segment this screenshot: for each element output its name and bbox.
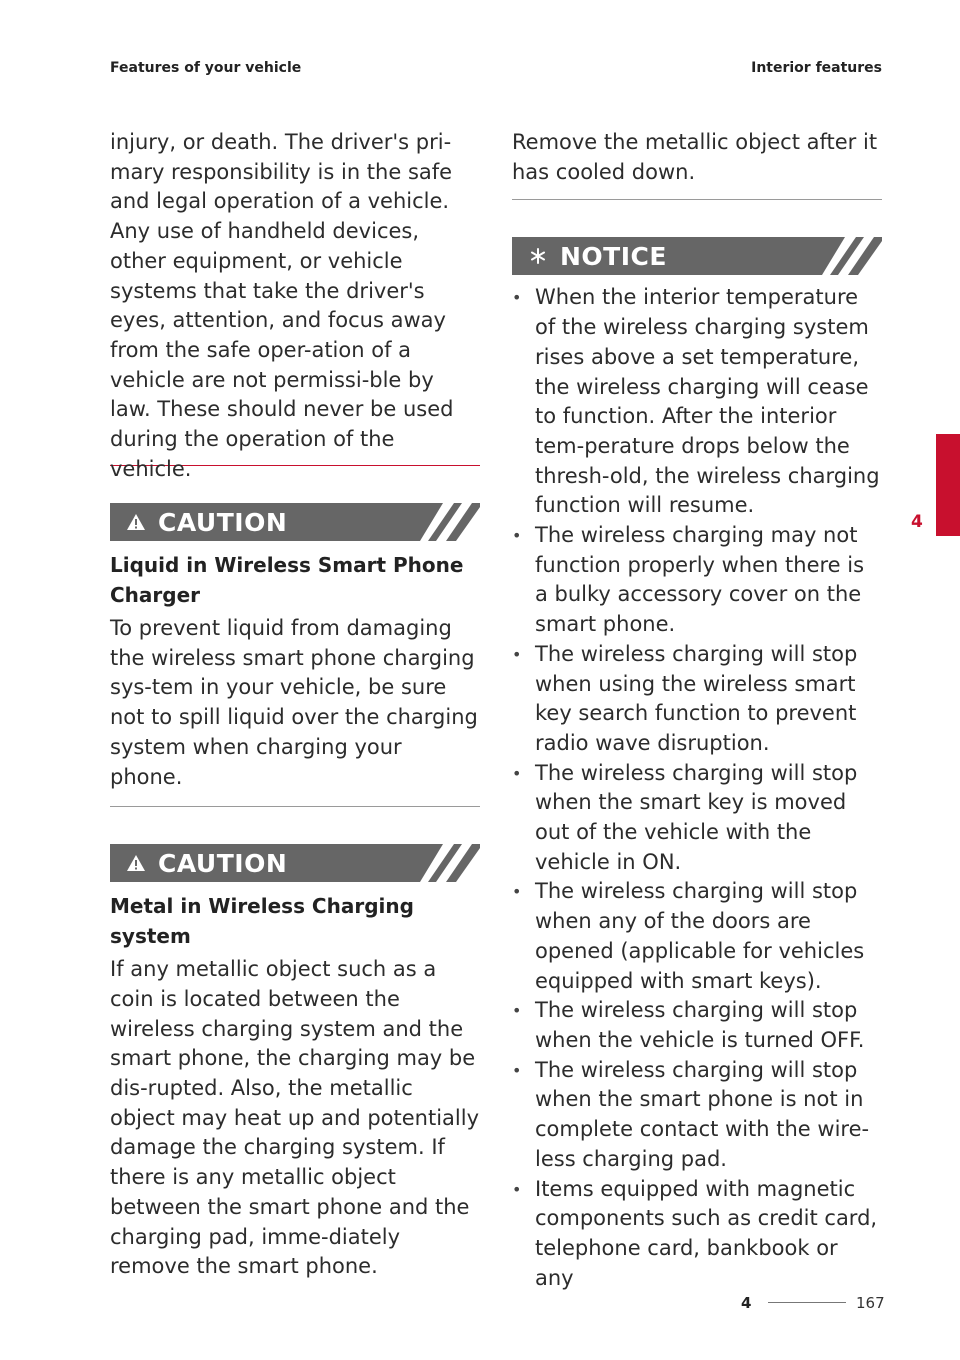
- asterisk-icon: [528, 247, 548, 265]
- footer-chapter-number: 4: [741, 1294, 752, 1312]
- caution-1-heading: Liquid in Wireless Smart Phone Charger: [110, 553, 464, 607]
- caution-2-body: If any metallic object such as a coin is…: [110, 957, 479, 1279]
- list-item-text: The wireless charging will stop when the…: [535, 760, 858, 874]
- caution-label: CAUTION: [158, 507, 288, 537]
- chapter-side-number: 4: [911, 512, 923, 532]
- bullet-dot: •: [512, 1001, 522, 1021]
- continued-paragraph: Remove the metallic object after it has …: [512, 130, 878, 184]
- list-item-text: The wireless charging may not function p…: [535, 523, 865, 637]
- chapter-side-tab: [936, 434, 960, 536]
- bullet-dot: •: [512, 763, 522, 783]
- list-item: • When the interior temperature of the wi…: [512, 283, 882, 521]
- notice-banner: NOTICE: [512, 237, 882, 276]
- caution-banner-2: CAUTION: [110, 844, 480, 883]
- list-item: • Items equipped with magnetic components…: [512, 1175, 882, 1294]
- list-item-text: The wireless charging will stop when the…: [535, 1057, 870, 1171]
- caution-2-heading: Metal in Wireless Charging system: [110, 894, 414, 949]
- list-item: • The wireless charging will stop when an…: [512, 877, 882, 996]
- section-divider: [512, 199, 882, 201]
- header-chapter-title: Interior features: [751, 60, 882, 76]
- header-section-title: Features of your vehicle: [110, 60, 302, 76]
- page-number: 167: [856, 1294, 885, 1312]
- list-item-text: The wireless charging will stop when any…: [535, 879, 865, 993]
- intro-paragraph: injury, or death. The driver's pri-mary …: [110, 130, 454, 481]
- red-divider: [110, 465, 480, 466]
- list-item: • The wireless charging will stop when us…: [512, 640, 882, 759]
- list-item: • The wireless charging will stop when th…: [512, 996, 882, 1055]
- warning-triangle-icon: [126, 854, 146, 872]
- warning-triangle-icon: [126, 513, 146, 531]
- right-column: Remove the metallic object after it has …: [512, 128, 882, 1293]
- list-item-text: The wireless charging will stop when usi…: [535, 641, 858, 755]
- bullet-dot: •: [512, 526, 522, 546]
- bullet-dot: •: [512, 1060, 522, 1080]
- list-item: • The wireless charging may not function …: [512, 521, 882, 640]
- banner-slash-decoration: [420, 503, 480, 541]
- bullet-dot: •: [512, 288, 522, 308]
- list-item-text: Items equipped with magnetic components …: [535, 1176, 878, 1290]
- caution-banner-1: CAUTION: [110, 503, 480, 541]
- bullet-dot: •: [512, 1179, 522, 1199]
- section-divider: [110, 806, 480, 808]
- notice-label: NOTICE: [560, 241, 667, 271]
- list-item: • The wireless charging will stop when th…: [512, 759, 882, 878]
- left-column: injury, or death. The driver's pri-mary …: [110, 128, 480, 1282]
- notice-bullet-list: • When the interior temperature of the wi…: [512, 283, 882, 1293]
- list-item-text: When the interior temperature of the wir…: [535, 285, 880, 518]
- list-item: • The wireless charging will stop when th…: [512, 1056, 882, 1175]
- list-item-text: The wireless charging will stop when the…: [535, 998, 865, 1052]
- caution-1-body: To prevent liquid from damaging the wire…: [110, 616, 478, 789]
- bullet-dot: •: [512, 882, 522, 902]
- caution-label: CAUTION: [158, 848, 288, 878]
- bullet-dot: •: [512, 644, 522, 664]
- footer-divider: [768, 1302, 846, 1303]
- banner-slash-decoration: [822, 237, 882, 276]
- banner-slash-decoration: [420, 844, 480, 883]
